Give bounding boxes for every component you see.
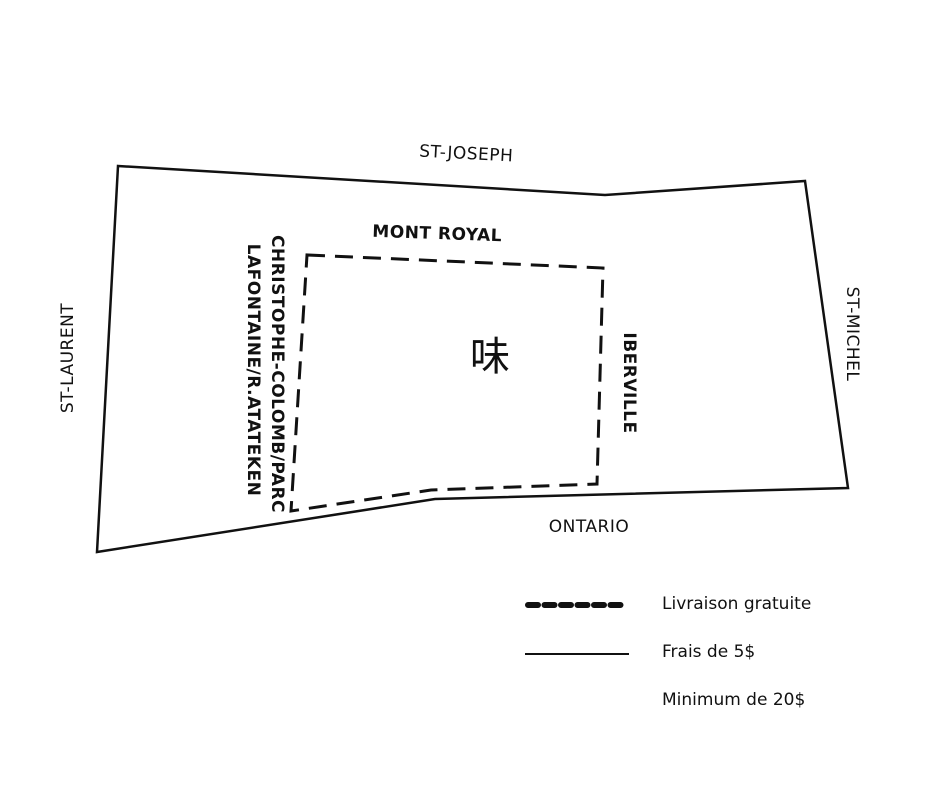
free-delivery-zone	[289, 253, 605, 513]
street-label-iberville: IBERVILLE	[619, 332, 639, 433]
street-label-ontario: ONTARIO	[549, 517, 630, 537]
paid-delivery-zone	[95, 164, 850, 554]
street-label-st-michel: ST-MICHEL	[842, 287, 862, 382]
restaurant-logo-icon: 味	[470, 334, 510, 380]
legend-minimum-order-label: Minimum de 20$	[662, 690, 805, 710]
legend-paid-delivery-label: Frais de 5$	[662, 642, 755, 662]
street-label-st-laurent: ST-LAURENT	[58, 303, 78, 413]
street-label-st-joseph: ST-JOSEPH	[419, 142, 514, 167]
street-label-christophe-colomb-parc: CHRISTOPHE-COLOMB/PARC	[267, 235, 287, 513]
street-label-mont-royal: MONT ROYAL	[372, 222, 502, 247]
legend-free-delivery-label: Livraison gratuite	[662, 594, 811, 614]
street-label-lafontaine-atateken: LAFONTAINE/R.ATATEKEN	[243, 244, 263, 497]
